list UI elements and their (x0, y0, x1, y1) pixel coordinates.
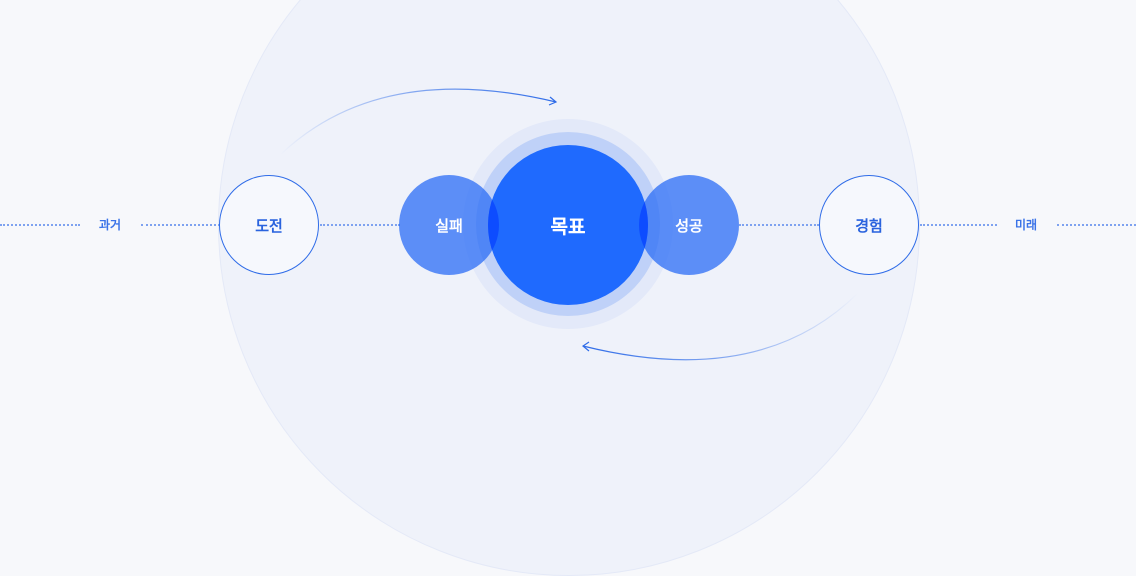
node-success-label: 성공 (675, 216, 703, 235)
timeline-line-past-left (0, 224, 80, 226)
node-failure-label: 실패 (435, 216, 463, 235)
node-goal: 목표 (488, 145, 648, 305)
node-challenge-label: 도전 (255, 216, 283, 235)
arrow-head-top (548, 96, 558, 106)
node-challenge: 도전 (219, 175, 319, 275)
node-experience-label: 경험 (855, 216, 883, 235)
connector-challenge-failure (320, 224, 400, 226)
cycle-arrows (279, 88, 859, 361)
node-goal-label: 목표 (550, 215, 586, 238)
connector-success-experience (739, 224, 819, 226)
arrow-arc-bottom (582, 292, 859, 361)
node-experience: 경험 (819, 175, 919, 275)
node-success: 성공 (639, 175, 739, 275)
timeline-line-future-left (920, 224, 997, 226)
timeline-line-past-right (141, 224, 220, 226)
arrow-arc-top (279, 88, 557, 156)
timeline-line-future-right (1057, 224, 1136, 226)
future-label: 미래 (1014, 218, 1038, 232)
arrow-head-bottom (581, 341, 590, 352)
past-label: 과거 (98, 218, 122, 232)
node-failure: 실패 (399, 175, 499, 275)
